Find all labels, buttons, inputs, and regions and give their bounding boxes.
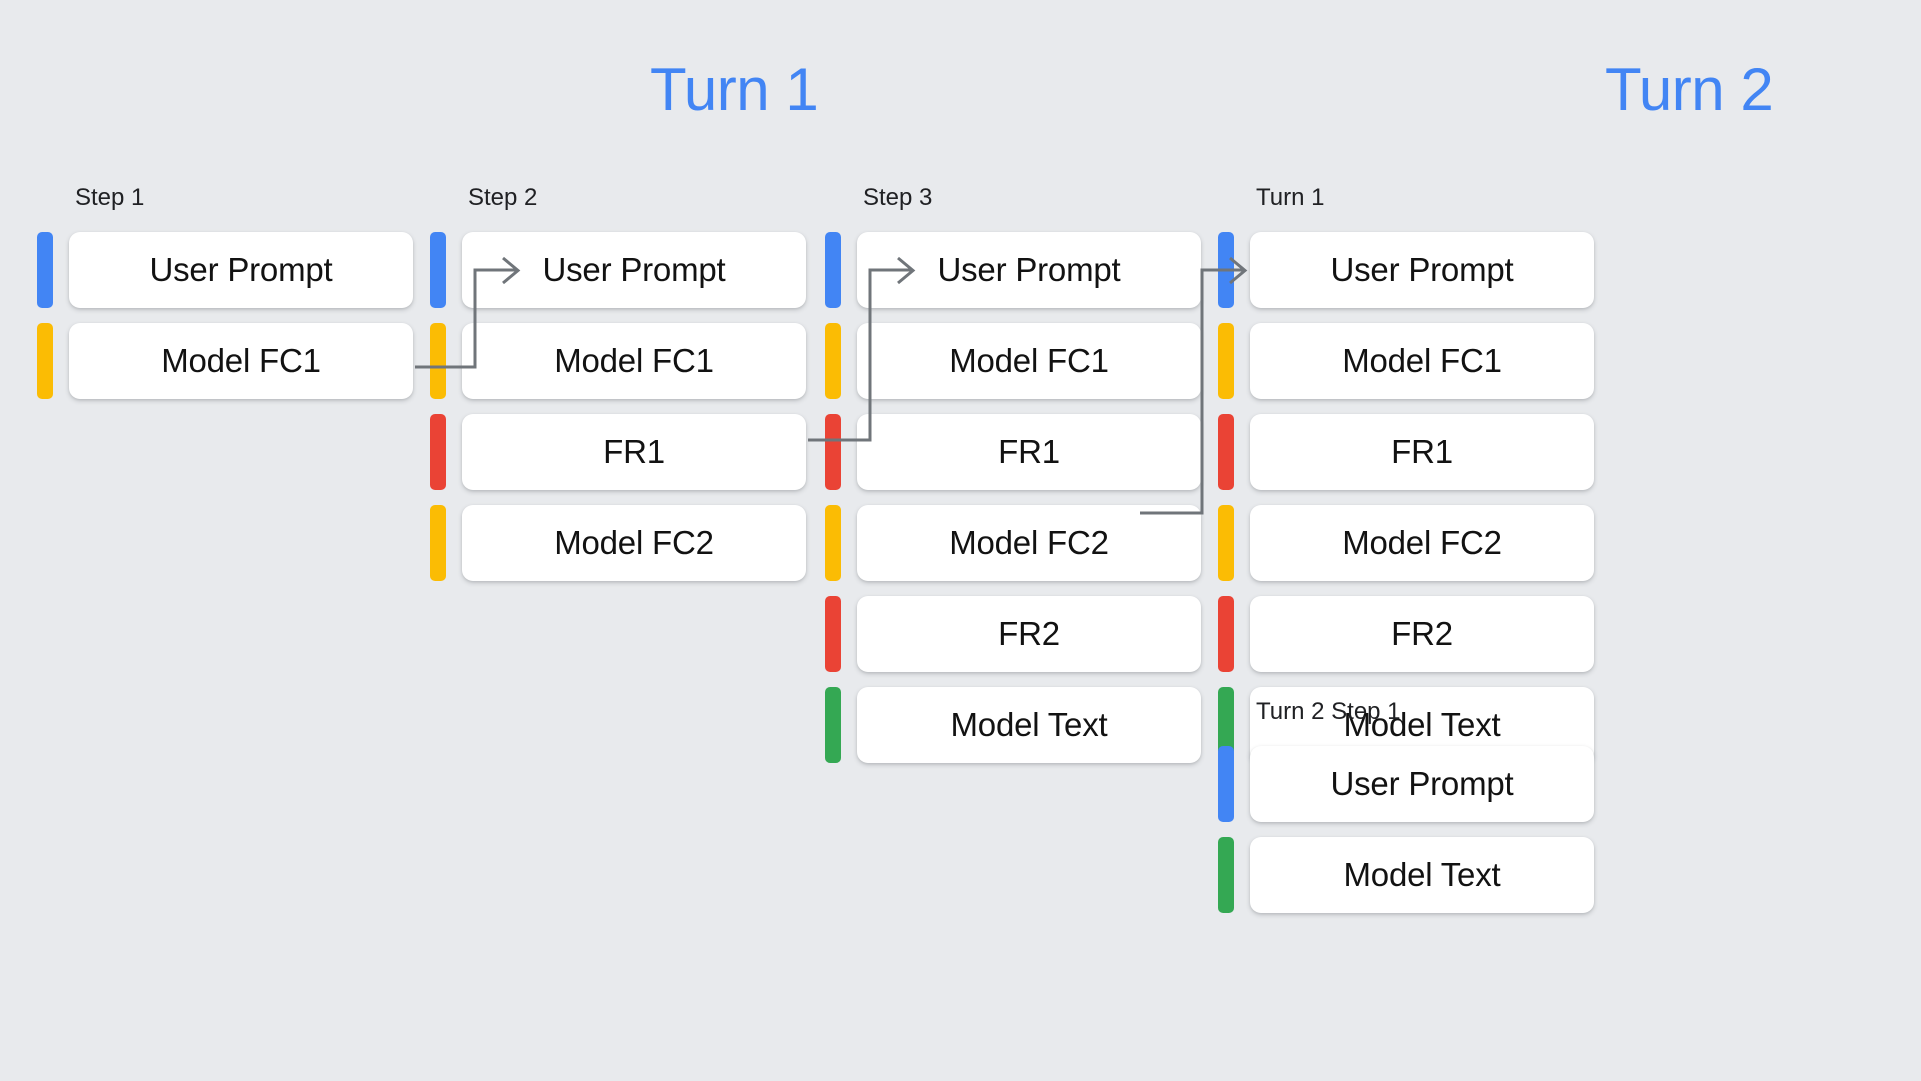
role-color-bar-model-text	[1218, 837, 1234, 913]
message-card-label: User Prompt	[1330, 765, 1514, 802]
message-card-label: Model Text	[1343, 706, 1501, 743]
turn-2-heading: Turn 2	[1605, 56, 1774, 123]
role-color-bar-model-function-call	[37, 323, 53, 399]
column-turn2-step1-label: Turn 2 Step 1	[1256, 698, 1401, 725]
message-card-label: Model Text	[1343, 856, 1501, 893]
column-step-2-label: Step 2	[468, 184, 538, 211]
message-card[interactable]: Model FC1	[1250, 323, 1594, 399]
message-card[interactable]: Model FC2	[462, 505, 806, 581]
message-card[interactable]: Model FC1	[462, 323, 806, 399]
role-color-bar-model-function-call	[1218, 505, 1234, 581]
message-row[interactable]: Model FC2	[1218, 505, 1594, 581]
role-color-bar-model-function-call	[825, 323, 841, 399]
message-row[interactable]: FR2	[825, 596, 1201, 672]
message-card[interactable]: User Prompt	[69, 232, 413, 308]
message-card[interactable]: User Prompt	[462, 232, 806, 308]
turn-1-heading: Turn 1	[650, 56, 819, 123]
role-color-bar-function-response	[825, 596, 841, 672]
message-card-label: FR2	[1391, 615, 1453, 652]
role-color-bar-user-prompt	[1218, 232, 1234, 308]
message-card-label: FR1	[603, 433, 665, 470]
message-row[interactable]: FR1	[430, 414, 806, 490]
role-color-bar-function-response	[1218, 596, 1234, 672]
message-card-label: Model Text	[950, 706, 1108, 743]
message-card[interactable]: User Prompt	[1250, 746, 1594, 822]
role-color-bar-model-function-call	[1218, 323, 1234, 399]
message-card[interactable]: FR1	[462, 414, 806, 490]
column-turn2-turn1-label: Turn 1	[1256, 184, 1325, 211]
message-row[interactable]: User Prompt	[430, 232, 806, 308]
message-card[interactable]: FR1	[857, 414, 1201, 490]
message-card[interactable]: FR2	[857, 596, 1201, 672]
role-color-bar-function-response	[430, 414, 446, 490]
message-card[interactable]: Model FC1	[69, 323, 413, 399]
message-row[interactable]: FR2	[1218, 596, 1594, 672]
message-row[interactable]: Model FC1	[825, 323, 1201, 399]
message-row[interactable]: User Prompt	[825, 232, 1201, 308]
role-color-bar-model-text	[825, 687, 841, 763]
role-color-bar-user-prompt	[825, 232, 841, 308]
message-card-label: FR2	[998, 615, 1060, 652]
message-card[interactable]: Model Text	[1250, 837, 1594, 913]
message-card-label: Model FC1	[1342, 342, 1502, 379]
role-color-bar-function-response	[825, 414, 841, 490]
message-row[interactable]: FR1	[825, 414, 1201, 490]
role-color-bar-function-response	[1218, 414, 1234, 490]
message-row[interactable]: User Prompt	[1218, 746, 1594, 822]
message-row[interactable]: User Prompt	[1218, 232, 1594, 308]
role-color-bar-model-text	[1218, 687, 1234, 763]
message-card-label: User Prompt	[149, 251, 333, 288]
message-card[interactable]: Model FC2	[1250, 505, 1594, 581]
message-card-label: Model FC2	[554, 524, 714, 561]
message-card-label: Model FC1	[161, 342, 321, 379]
role-color-bar-model-function-call	[430, 323, 446, 399]
message-row[interactable]: Model FC2	[825, 505, 1201, 581]
message-card-label: FR1	[1391, 433, 1453, 470]
role-color-bar-model-function-call	[430, 505, 446, 581]
message-card-label: User Prompt	[937, 251, 1121, 288]
message-row[interactable]: Model FC1	[430, 323, 806, 399]
message-row[interactable]: Model Text	[825, 687, 1201, 763]
message-card[interactable]: Model FC1	[857, 323, 1201, 399]
message-row[interactable]: FR1	[1218, 414, 1594, 490]
role-color-bar-model-function-call	[825, 505, 841, 581]
role-color-bar-user-prompt	[37, 232, 53, 308]
message-card-label: User Prompt	[542, 251, 726, 288]
role-color-bar-user-prompt	[430, 232, 446, 308]
message-card-label: FR1	[998, 433, 1060, 470]
message-row[interactable]: Model FC1	[1218, 323, 1594, 399]
message-card[interactable]: FR1	[1250, 414, 1594, 490]
message-card-label: Model FC1	[949, 342, 1109, 379]
role-color-bar-user-prompt	[1218, 746, 1234, 822]
message-card[interactable]: FR2	[1250, 596, 1594, 672]
message-card-label: Model FC2	[1342, 524, 1502, 561]
message-card-label: Model FC1	[554, 342, 714, 379]
message-card-label: Model FC2	[949, 524, 1109, 561]
message-card[interactable]: User Prompt	[857, 232, 1201, 308]
column-step-3-label: Step 3	[863, 184, 933, 211]
message-card-label: User Prompt	[1330, 251, 1514, 288]
message-row[interactable]: Model Text	[1218, 837, 1594, 913]
message-row[interactable]: Model FC1	[37, 323, 413, 399]
message-card[interactable]: User Prompt	[1250, 232, 1594, 308]
column-step-1-label: Step 1	[75, 184, 145, 211]
message-row[interactable]: User Prompt	[37, 232, 413, 308]
message-row[interactable]: Model FC2	[430, 505, 806, 581]
message-card[interactable]: Model Text	[857, 687, 1201, 763]
message-card[interactable]: Model FC2	[857, 505, 1201, 581]
